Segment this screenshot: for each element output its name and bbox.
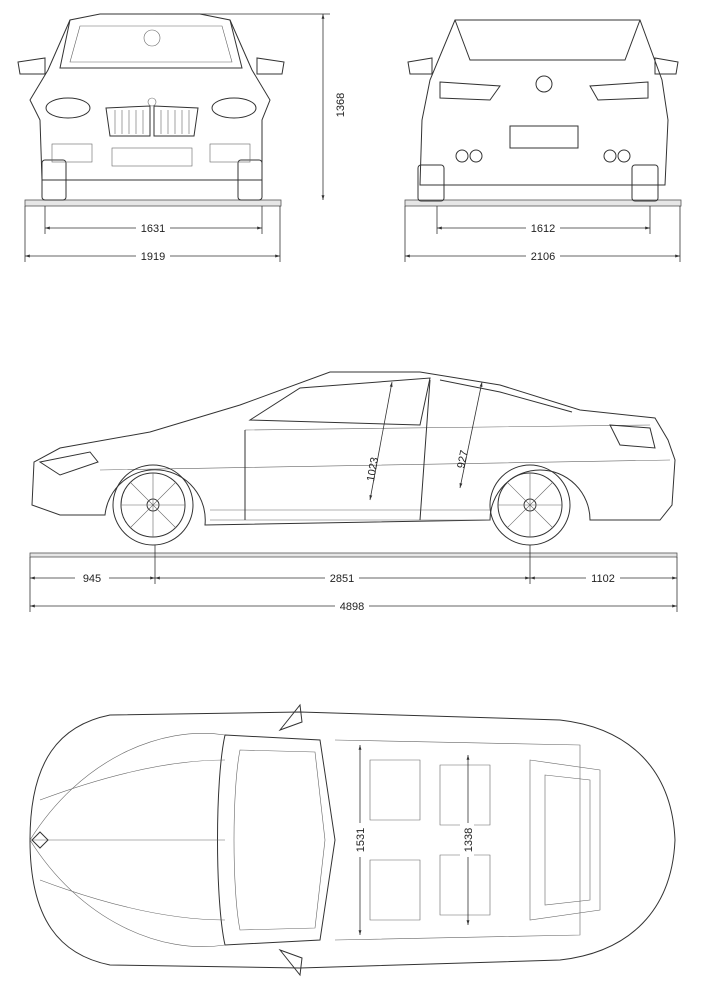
rear-track-width-label: 1612 — [531, 223, 555, 235]
rear-overhang-label: 1102 — [591, 573, 615, 585]
front-overhang-label: 945 — [83, 573, 101, 585]
front-headroom-label: 1023 — [365, 456, 381, 482]
front-overall-width-label: 1919 — [141, 251, 165, 263]
overall-length-label: 4898 — [340, 601, 364, 613]
rear-headroom-label: 927 — [455, 449, 471, 469]
front-interior-width-label: 1531 — [355, 828, 367, 852]
ground-line — [24, 199, 282, 207]
rear-width-label: 2106 — [531, 251, 555, 263]
rear-view: 1612 2106 — [404, 19, 682, 263]
top-view: 1531 1338 — [29, 703, 676, 977]
wheelbase-label: 2851 — [330, 573, 354, 585]
front-view: 1631 1919 1368 — [17, 13, 347, 263]
ground-line — [29, 552, 678, 558]
rear-interior-width-label: 1338 — [463, 828, 475, 852]
front-track-width-label: 1631 — [141, 223, 165, 235]
overall-height-label: 1368 — [335, 93, 347, 117]
ground-line — [404, 199, 682, 207]
side-view: 1023 927 945 2851 1102 4898 — [29, 371, 678, 613]
